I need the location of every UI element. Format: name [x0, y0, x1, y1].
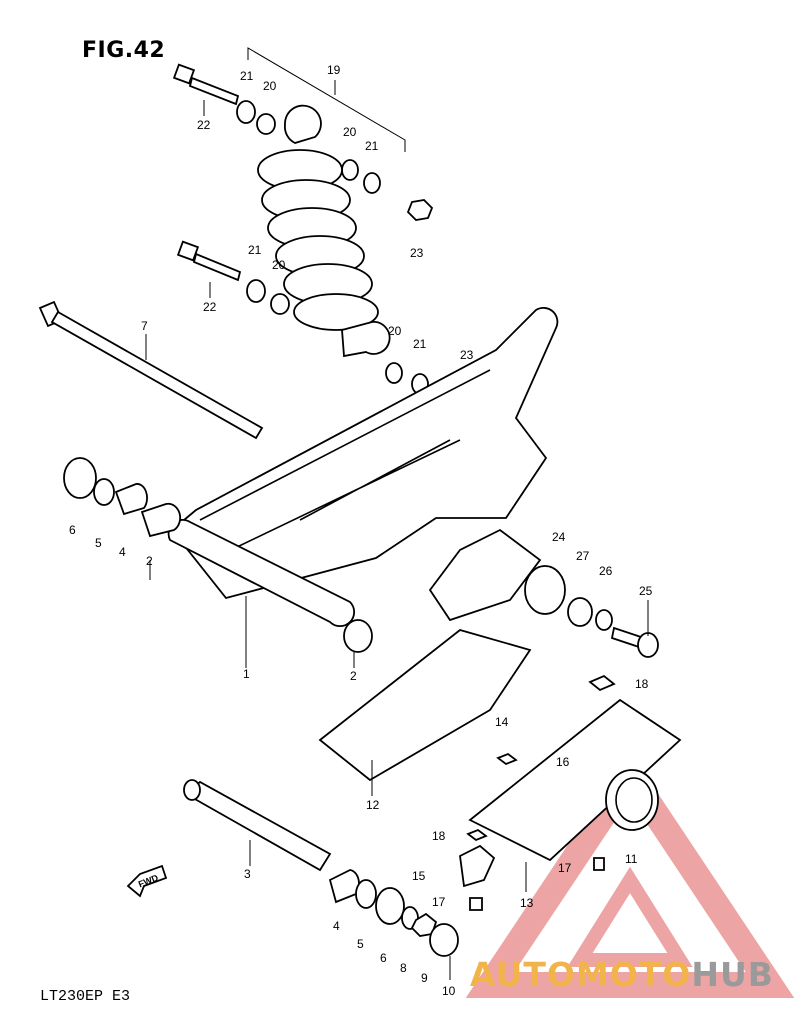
callout-24: 24 — [552, 530, 566, 544]
left-bushings — [63, 457, 182, 538]
lower-bolt-22 — [176, 240, 242, 282]
upper-bolt-22 — [172, 63, 240, 106]
seal-11 — [605, 769, 659, 831]
callout-16: 16 — [556, 755, 570, 769]
callout-15: 15 — [412, 869, 426, 883]
callout-21: 21 — [413, 337, 427, 351]
callout-5: 5 — [357, 937, 364, 951]
callout-3: 3 — [244, 867, 251, 881]
pivot-axle-7 — [38, 300, 264, 440]
callout-18: 18 — [432, 829, 446, 843]
callout-11: 11 — [625, 852, 638, 866]
callout-2: 2 — [350, 669, 357, 683]
callout-13: 13 — [520, 896, 534, 910]
callout-4: 4 — [333, 919, 340, 933]
guard-plate-12 — [318, 629, 532, 782]
callout-20: 20 — [263, 79, 277, 93]
watermark-text: AUTOMOTOHUB — [470, 955, 774, 994]
callout-4: 4 — [119, 545, 126, 559]
callout-20: 20 — [388, 324, 402, 338]
guard-plate-13 — [468, 674, 682, 862]
callout-17: 17 — [432, 895, 446, 909]
small-fasteners — [459, 752, 605, 911]
callout-21: 21 — [365, 139, 379, 153]
callout-6: 6 — [69, 523, 76, 537]
callout-6: 6 — [380, 951, 387, 965]
lower-bushings — [328, 869, 459, 957]
callout-18: 18 — [635, 677, 649, 691]
callout-19: 19 — [327, 63, 341, 77]
callout-1: 1 — [243, 667, 250, 681]
tube-3 — [183, 779, 332, 872]
swingarm-frame — [167, 307, 559, 628]
callout-10: 10 — [442, 984, 456, 998]
callout-2: 2 — [146, 554, 153, 568]
figure-title: FIG.42 — [82, 38, 166, 63]
watermark-part-b: HUB — [691, 955, 774, 994]
callout-20: 20 — [272, 258, 286, 272]
callout-21: 21 — [240, 69, 254, 83]
callout-12: 12 — [366, 798, 380, 812]
shock-absorber — [257, 104, 391, 358]
model-code: LT230EP E3 — [40, 988, 131, 1005]
callout-20: 20 — [343, 125, 357, 139]
callout-21: 21 — [248, 243, 262, 257]
callout-23: 23 — [460, 348, 474, 362]
callout-17: 17 — [558, 861, 572, 875]
callout-9: 9 — [421, 971, 428, 985]
callout-22: 22 — [203, 300, 217, 314]
callout-14: 14 — [495, 715, 509, 729]
callout-5: 5 — [95, 536, 102, 550]
callout-27: 27 — [576, 549, 590, 563]
watermark-triangle-logo — [465, 751, 795, 998]
right-bearings — [343, 565, 659, 658]
leader-lines — [145, 100, 649, 980]
callout-22: 22 — [197, 118, 211, 132]
callout-8: 8 — [400, 961, 407, 975]
callout-26: 26 — [599, 564, 613, 578]
callout-7: 7 — [141, 319, 148, 333]
callout-25: 25 — [639, 584, 653, 598]
fwd-arrow — [126, 864, 168, 898]
callout-23: 23 — [410, 246, 424, 260]
shock-bracket-lines — [247, 47, 406, 152]
watermark-part-a: AUTOMOTO — [470, 955, 692, 994]
